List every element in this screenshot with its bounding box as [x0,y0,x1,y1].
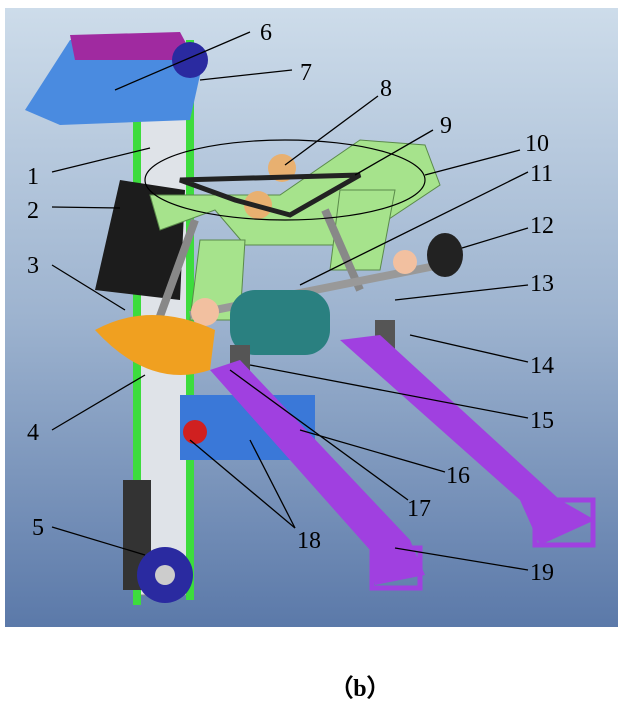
callout-2: 2 [27,198,39,224]
callout-labels: 1 2 3 4 5 6 7 8 9 10 11 12 13 14 15 16 1… [27,20,554,586]
top-motor [25,32,208,125]
callout-18: 18 [297,528,321,554]
callout-12: 12 [530,213,554,239]
callout-5: 5 [32,515,44,541]
callout-7: 7 [300,60,312,86]
callout-10: 10 [525,131,549,157]
callout-17: 17 [407,496,431,522]
callout-8: 8 [380,76,392,102]
callout-9: 9 [440,113,452,139]
callout-4: 4 [27,420,39,446]
callout-15: 15 [530,408,554,434]
callout-16: 16 [446,463,470,489]
mechanism-diagram: 1 2 3 4 5 6 7 8 9 10 11 12 13 14 15 16 1… [5,8,618,627]
callout-14: 14 [530,353,554,379]
callout-19: 19 [530,560,554,586]
orange-plate [95,315,215,375]
callout-1: 1 [27,164,39,190]
pulleys-and-belt [144,139,426,221]
figure-caption: （b） [329,676,391,702]
bottom-pulley [123,480,193,603]
callout-3: 3 [27,253,39,279]
callout-6: 6 [260,20,272,46]
shaft-assembly [189,233,463,355]
callout-11: 11 [530,161,553,187]
callout-13: 13 [530,271,554,297]
purple-legs [210,335,596,591]
leader-lines [51,31,529,571]
